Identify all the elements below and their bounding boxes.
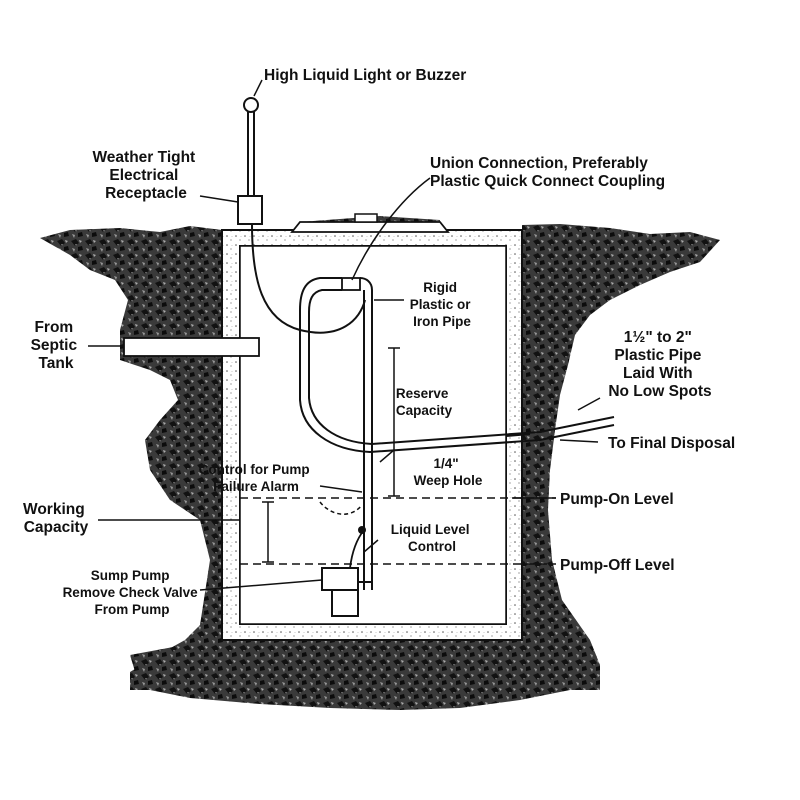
sump-pump [321, 567, 373, 617]
labels: High Liquid Light or Buzzer Weather Tigh… [23, 67, 735, 617]
soil-left [40, 226, 222, 690]
working-label: Working Capacity [23, 501, 89, 536]
plastic-pipe-label: 1½" to 2" Plastic Pipe Laid With No Low … [608, 329, 711, 400]
liquid-level-label: Liquid Level Control [391, 522, 474, 554]
union-coupling [341, 277, 361, 291]
alarm-light-icon [243, 97, 259, 113]
alarm-light-label: High Liquid Light or Buzzer [264, 67, 466, 84]
inlet-pipe [123, 337, 260, 357]
control-alarm-label: Control for Pump Failure Alarm [199, 462, 314, 494]
union-label: Union Connection, Preferably Plastic Qui… [430, 155, 665, 190]
pump-off-label: Pump-Off Level [560, 557, 675, 574]
alarm-control [319, 501, 363, 515]
receptacle-label: Weather Tight Electrical Receptacle [92, 149, 199, 202]
access-lid [290, 221, 450, 233]
from-septic-label: From Septic Tank [31, 319, 82, 372]
level-lines [240, 497, 556, 565]
pump-on-label: Pump-On Level [560, 491, 674, 508]
discharge-piping [299, 277, 615, 590]
soil-right [522, 224, 720, 690]
rigid-pipe-label: Rigid Plastic or Iron Pipe [410, 280, 475, 329]
sump-pump-label: Sump Pump Remove Check Valve From Pump [63, 568, 202, 617]
leader-lines [88, 79, 601, 591]
reserve-dimension [388, 347, 400, 497]
soil-bottom [130, 638, 600, 710]
working-dimension [262, 501, 274, 563]
final-disposal-label: To Final Disposal [608, 435, 735, 452]
sump-pump-motor [321, 567, 359, 591]
weep-hole-label: 1/4" Weep Hole [414, 456, 483, 488]
sump-pump-base [331, 589, 359, 617]
lid-handle [354, 213, 378, 223]
float-switch-icon [358, 526, 366, 534]
electrical-receptacle-box [237, 195, 263, 225]
reserve-label: Reserve Capacity [396, 386, 453, 418]
